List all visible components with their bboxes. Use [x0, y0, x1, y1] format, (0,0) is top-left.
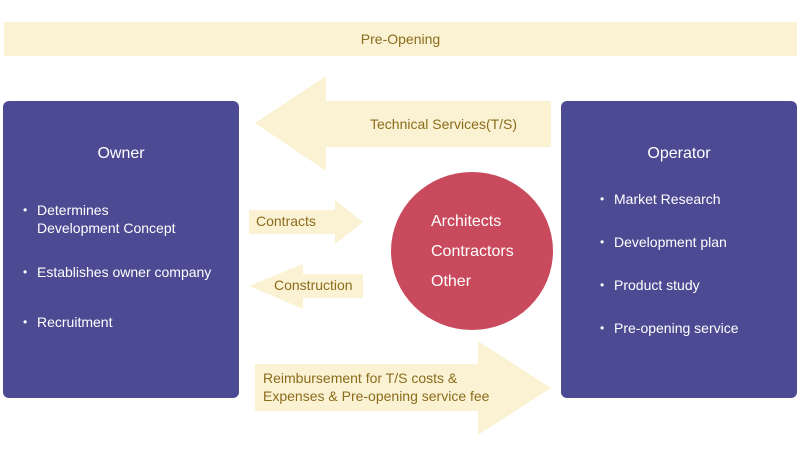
contracts-arrow: [249, 200, 363, 244]
owner-item-text: Development Concept: [37, 220, 176, 236]
bullet-icon: •: [600, 192, 605, 206]
reimbursement-arrow: [255, 341, 551, 435]
operator-item-text: Development plan: [614, 234, 727, 250]
operator-title: Operator: [647, 145, 711, 162]
owner-item: • Recruitment: [23, 313, 113, 331]
operator-item: • Market Research: [600, 190, 721, 208]
circle-line-architects: Architects: [431, 213, 502, 230]
circle-line-other: Other: [431, 273, 472, 290]
pre-opening-banner: Pre-Opening: [4, 22, 797, 56]
bullet-icon: •: [23, 315, 28, 329]
bullet-icon: •: [600, 235, 605, 249]
bullet-icon: •: [23, 265, 28, 279]
operator-item-text: Pre-opening service: [614, 320, 739, 336]
bullet-icon: •: [600, 278, 605, 292]
reimbursement-label-line1: Reimbursement for T/S costs &: [263, 370, 458, 386]
stakeholders-circle: [391, 172, 553, 330]
owner-item-text: Recruitment: [37, 314, 113, 330]
owner-item-text: Determines: [37, 202, 109, 218]
pre-opening-label: Pre-Opening: [360, 31, 441, 47]
operator-box: Operator • Market Research • Development…: [561, 101, 797, 398]
technical-services-label: Technical Services(T/S): [370, 116, 518, 132]
construction-label: Construction: [274, 277, 353, 293]
operator-item: • Development plan: [600, 233, 727, 251]
owner-item: • Establishes owner company: [23, 263, 212, 281]
owner-title: Owner: [97, 145, 145, 162]
technical-services-arrow: [255, 76, 551, 171]
operator-item-text: Market Research: [614, 191, 721, 207]
circle-line-contractors: Contractors: [431, 243, 514, 260]
operator-item: • Pre-opening service: [600, 319, 739, 337]
bullet-icon: •: [600, 321, 605, 335]
reimbursement-label-line2: Expenses & Pre-opening service fee: [263, 388, 490, 404]
construction-arrow: [249, 264, 363, 309]
owner-item-text: Establishes owner company: [37, 264, 212, 280]
contracts-label: Contracts: [256, 213, 316, 229]
owner-box: Owner • Determines Development Concept •…: [3, 101, 239, 398]
operator-item: • Product study: [600, 276, 700, 294]
operator-item-text: Product study: [614, 277, 700, 293]
bullet-icon: •: [23, 203, 28, 217]
owner-item: • Determines Development Concept: [23, 201, 176, 237]
